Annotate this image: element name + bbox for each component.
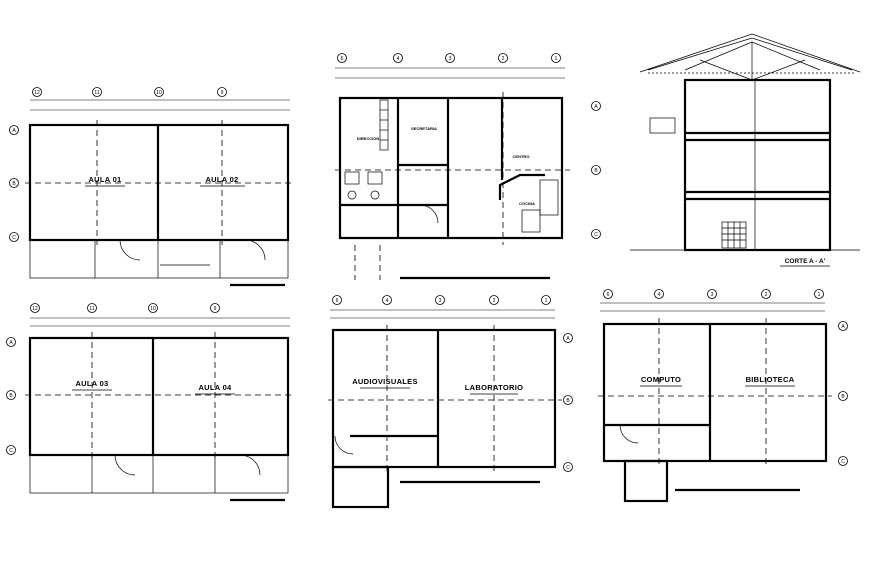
axis-bubble-4: 4 <box>654 289 664 299</box>
room-label-aula-01: AULA 01 <box>88 175 121 184</box>
svg-text:6: 6 <box>607 292 610 298</box>
axis-bubble-12: 12 <box>30 303 40 313</box>
axis-bubble-12: 12 <box>32 87 42 97</box>
axis-bubble-10: 10 <box>154 87 164 97</box>
svg-text:12: 12 <box>34 90 40 96</box>
svg-text:1: 1 <box>555 56 558 62</box>
room-label-computo: COMPUTO <box>641 375 681 384</box>
axis-bubble-B: B <box>838 391 848 401</box>
axis-bubble-C: C <box>563 462 573 472</box>
svg-text:C: C <box>9 448 13 454</box>
svg-text:10: 10 <box>156 90 162 96</box>
axis-bubble-B: B <box>6 390 16 400</box>
svg-text:6: 6 <box>341 56 344 62</box>
svg-text:2: 2 <box>765 292 768 298</box>
axis-bubble-6: 6 <box>337 53 347 63</box>
plan-aulas-01-02: 12 11 10 9 A B C AULA 01 AULA 02 <box>9 87 295 287</box>
axis-bubble-4: 4 <box>382 295 392 305</box>
room-label-aula-04: AULA 04 <box>198 383 232 392</box>
room-label-aula-03: AULA 03 <box>75 379 108 388</box>
plan-computo-biblioteca: 6 4 3 2 1 A B C COMPUTO BIBLIOTECA <box>598 289 848 503</box>
axis-bubble-10: 10 <box>148 303 158 313</box>
svg-text:C: C <box>12 235 16 241</box>
axis-bubble-C: C <box>9 232 19 242</box>
room-label-laboratorio: LABORATORIO <box>465 383 523 392</box>
svg-text:B: B <box>594 168 598 174</box>
axis-bubble-4: 4 <box>393 53 403 63</box>
svg-text:11: 11 <box>89 306 94 312</box>
svg-text:11: 11 <box>94 90 99 96</box>
svg-text:A: A <box>841 324 845 330</box>
axis-bubble-1: 1 <box>541 295 551 305</box>
axis-bubble-11: 11 <box>87 303 97 313</box>
svg-text:1: 1 <box>545 298 548 304</box>
room-label-audiovisuales: AUDIOVISUALES <box>352 377 418 386</box>
svg-text:B: B <box>566 398 570 404</box>
svg-text:3: 3 <box>711 292 714 298</box>
svg-text:3: 3 <box>439 298 442 304</box>
room-label-cocina: COCINA <box>519 201 535 206</box>
svg-text:9: 9 <box>214 306 217 312</box>
svg-text:9: 9 <box>221 90 224 96</box>
svg-text:3: 3 <box>449 56 452 62</box>
axis-bubble-2: 2 <box>761 289 771 299</box>
axis-bubble-B: B <box>9 178 19 188</box>
svg-text:1: 1 <box>818 292 821 298</box>
axis-bubble-3: 3 <box>707 289 717 299</box>
svg-text:B: B <box>12 181 16 187</box>
axis-bubble-A: A <box>6 337 16 347</box>
axis-bubble-2: 2 <box>489 295 499 305</box>
room-label-direccion: DIRECCION <box>357 136 380 141</box>
svg-text:C: C <box>841 459 845 465</box>
room-label-aula-02: AULA 02 <box>205 175 238 184</box>
axis-bubble-9: 9 <box>217 87 227 97</box>
svg-text:2: 2 <box>502 56 505 62</box>
plan-aulas-03-04: 12 11 10 9 A B C AULA 03 AULA 04 <box>6 303 295 502</box>
room-label-biblioteca: BIBLIOTECA <box>746 375 795 384</box>
svg-text:C: C <box>566 465 570 471</box>
svg-text:4: 4 <box>397 56 400 62</box>
axis-bubble-6: 6 <box>332 295 342 305</box>
svg-text:A: A <box>9 340 13 346</box>
svg-text:10: 10 <box>150 306 156 312</box>
axis-bubble-1: 1 <box>814 289 824 299</box>
axis-bubble-11: 11 <box>92 87 102 97</box>
svg-text:4: 4 <box>658 292 661 298</box>
section-title: CORTE A - A' <box>785 258 826 265</box>
axis-bubble-A: A <box>591 101 601 111</box>
axis-bubble-C: C <box>838 456 848 466</box>
axis-bubble-3: 3 <box>435 295 445 305</box>
svg-text:B: B <box>9 393 13 399</box>
svg-text:6: 6 <box>336 298 339 304</box>
axis-bubble-A: A <box>9 125 19 135</box>
plan-audiovisuales-laboratorio: 6 4 3 2 1 A B C AUDIOVISUALES LABORATORI… <box>328 295 573 509</box>
svg-text:A: A <box>566 336 570 342</box>
axis-bubble-B: B <box>591 165 601 175</box>
svg-text:A: A <box>594 104 598 110</box>
plan-administracion: 6 4 3 2 1 A B C DIRECCION SECRETARIA CEN… <box>335 53 601 280</box>
room-label-secretaria: SECRETARIA <box>411 126 437 131</box>
svg-text:12: 12 <box>32 306 38 312</box>
axis-bubble-9: 9 <box>210 303 220 313</box>
svg-text:2: 2 <box>493 298 496 304</box>
axis-bubble-B: B <box>563 395 573 405</box>
axis-bubble-A: A <box>838 321 848 331</box>
svg-text:4: 4 <box>386 298 389 304</box>
axis-bubble-1: 1 <box>551 53 561 63</box>
axis-bubble-C: C <box>591 229 601 239</box>
axis-bubble-C: C <box>6 445 16 455</box>
axis-bubble-6: 6 <box>603 289 613 299</box>
room-label-centro: CENTRO <box>513 154 530 159</box>
axis-bubble-3: 3 <box>445 53 455 63</box>
svg-text:B: B <box>841 394 845 400</box>
axis-bubble-2: 2 <box>498 53 508 63</box>
svg-text:A: A <box>12 128 16 134</box>
building-section: CORTE A - A' <box>630 33 861 267</box>
svg-text:C: C <box>594 232 598 238</box>
axis-bubble-A: A <box>563 333 573 343</box>
